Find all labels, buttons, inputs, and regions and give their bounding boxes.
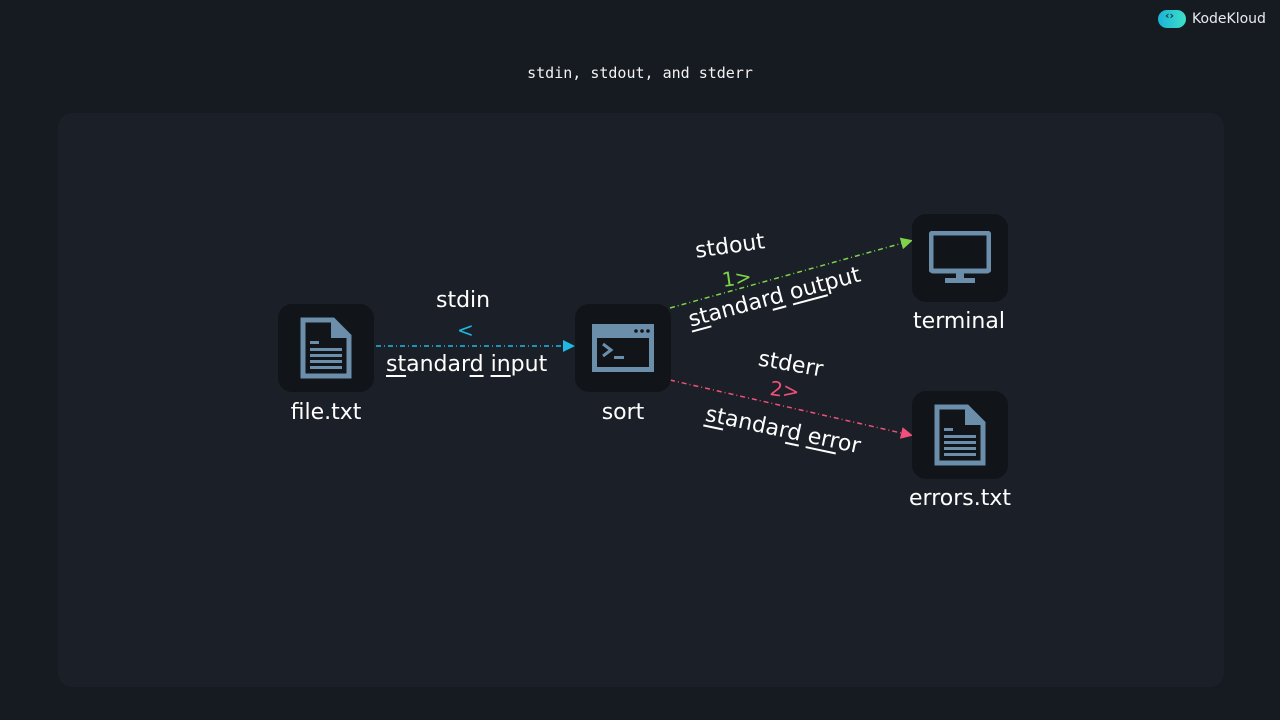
label-segment: andar [406, 352, 470, 377]
page-title: stdin, stdout, and stderr [527, 64, 753, 82]
label-segment: d [469, 352, 484, 377]
cloud-icon [1158, 9, 1186, 28]
stdin-description: standard input [386, 352, 547, 377]
errors-label: errors.txt [909, 486, 1011, 511]
stdin-operator: < [457, 318, 474, 342]
stdin-name: stdin [436, 288, 491, 313]
label-segment: st [386, 352, 407, 377]
sort-node [575, 304, 671, 392]
errors-node [912, 391, 1008, 479]
file-node [278, 304, 374, 392]
document-icon [934, 404, 986, 466]
terminal-label: terminal [913, 309, 1005, 334]
stderr-arrow [669, 379, 913, 439]
label-segment: put [510, 352, 548, 377]
stdout-operator: 1> [720, 264, 754, 292]
terminal-node [912, 214, 1008, 302]
terminal-window-icon [592, 324, 654, 372]
kodekloud-logo: KodeKloud [1158, 9, 1266, 28]
diagram-panel [58, 113, 1224, 687]
sort-label: sort [601, 400, 645, 425]
monitor-icon [929, 231, 991, 283]
brand-name: KodeKloud [1192, 11, 1266, 27]
label-segment: in [490, 352, 511, 377]
document-icon [300, 317, 352, 379]
label-segment [484, 352, 491, 377]
stderr-operator: 2> [768, 376, 802, 404]
file-label: file.txt [290, 400, 362, 425]
stdout-arrow [669, 237, 913, 309]
